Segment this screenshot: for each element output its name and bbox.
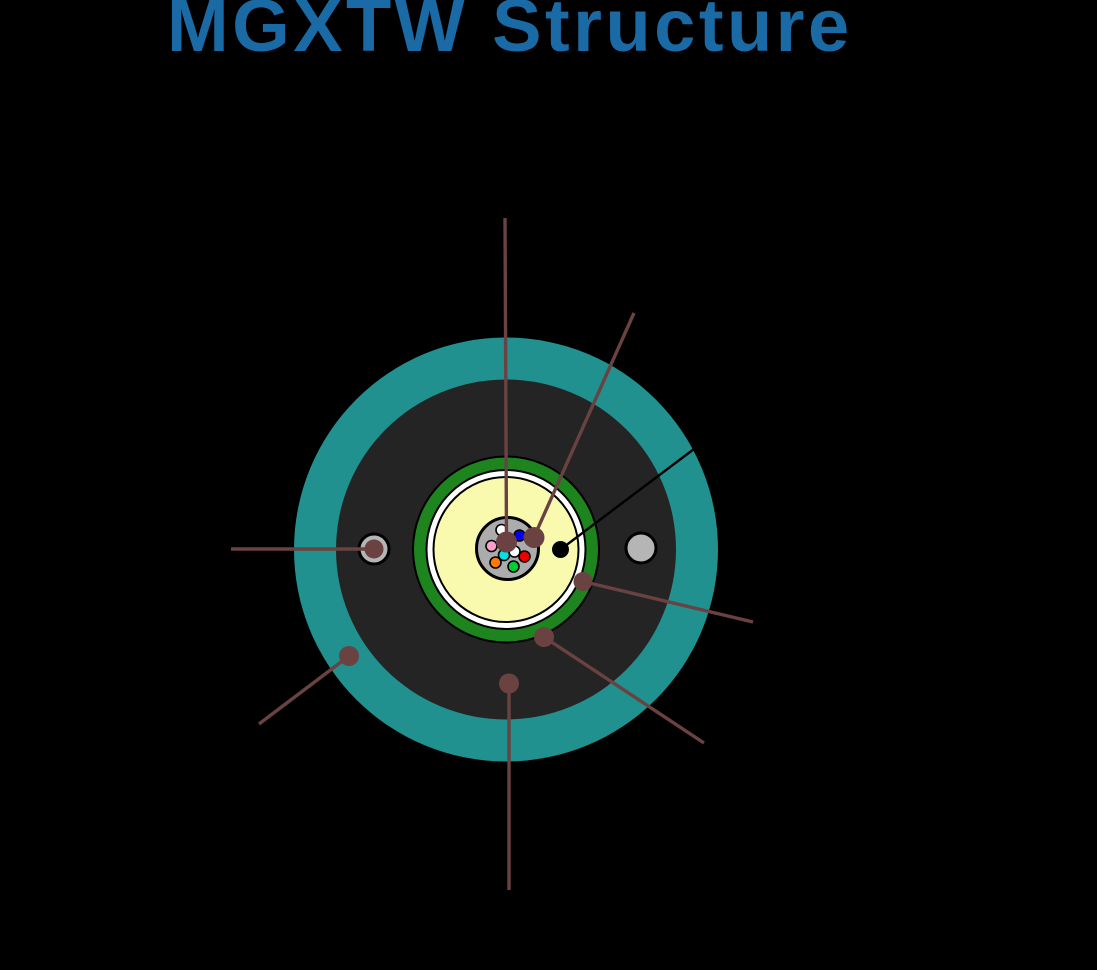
callout-dot-inner-sheath [573,572,593,591]
callout-dot-optical-fiber [523,527,545,548]
strength-member-right [624,531,658,565]
callout-dot-filling-compound [552,541,569,558]
fiber-dot [489,556,502,569]
callout-line-wrapping-tape [543,635,705,745]
callout-dot-loose-tube [496,531,517,553]
callout-dot-strength-member [364,539,384,559]
fiber-dot [518,550,531,563]
fiber-dot [507,560,520,573]
callout-line-inner-sheath [582,579,754,624]
callout-line-filling-compound [559,445,699,551]
callout-line-optical-fiber [532,312,636,538]
callout-line-outer-sheath [257,654,351,726]
callout-dot-outer-sheath [339,646,359,666]
callout-line-loose-tube [503,217,509,542]
page-title: MGXTW Structure [167,0,853,67]
fiber-dot [485,539,498,553]
callout-dot-wrapping-tape [534,627,554,647]
callout-dot-armor [499,673,519,694]
